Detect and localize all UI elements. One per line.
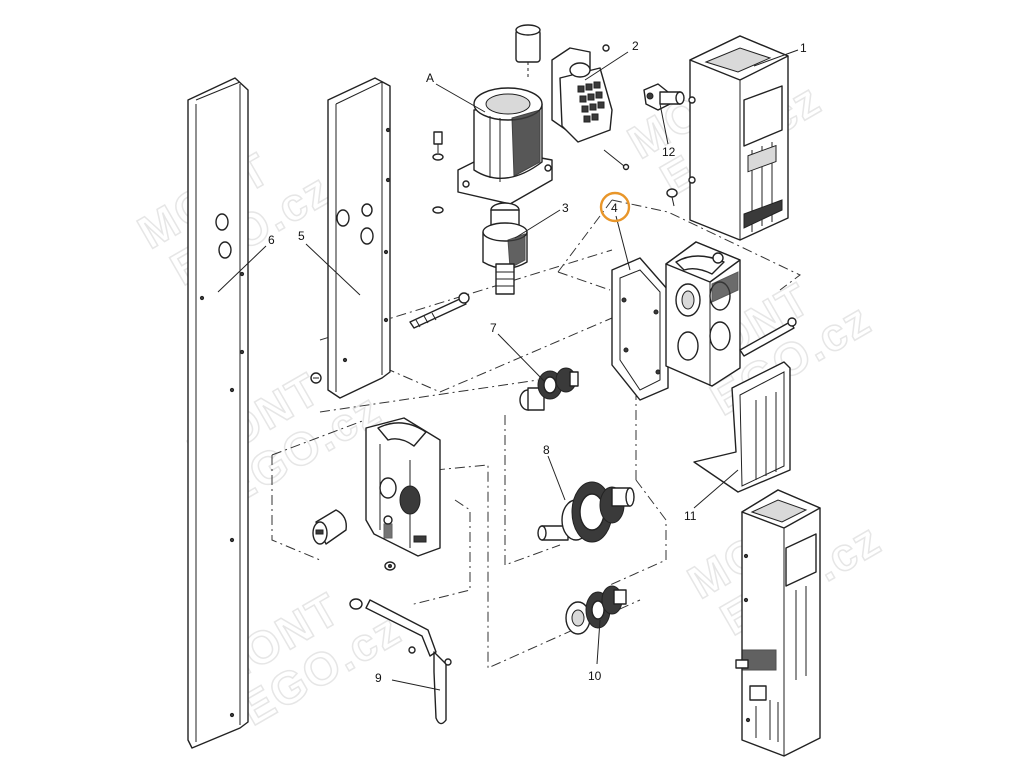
callout-label-12[interactable]: 12 [662, 145, 676, 159]
release-cylinder [312, 509, 347, 545]
callout-label-11[interactable]: 11 [684, 509, 697, 523]
callout-label-5[interactable]: 5 [298, 229, 305, 243]
assembled-unit [735, 489, 821, 757]
callout-label-3[interactable]: 3 [562, 201, 569, 215]
terminal-block [577, 81, 605, 123]
part-5-short-rail [327, 77, 391, 399]
screw-base-left [310, 372, 322, 384]
part-3-coupling [482, 202, 528, 295]
callout-label-8[interactable]: 8 [543, 443, 550, 457]
callout-label-4[interactable]: 4 [611, 201, 618, 215]
callout-label-7[interactable]: 7 [490, 321, 497, 335]
part-6-long-rail [187, 77, 249, 749]
callout-label-a[interactable]: A [426, 71, 434, 85]
callout-label-9[interactable]: 9 [375, 671, 382, 685]
part-2-terminal-bracket [515, 24, 630, 171]
part-8-large-gear [537, 481, 635, 543]
long-bolt-right [739, 317, 797, 357]
assembly-lines [271, 199, 801, 669]
part-10-bearing-gear [565, 585, 627, 635]
lower-housing [365, 417, 441, 557]
callout-label-10[interactable]: 10 [588, 669, 602, 683]
motor-screws [432, 131, 444, 214]
leader-lines [217, 49, 799, 691]
callout-label-2[interactable]: 2 [632, 39, 639, 53]
part-a-motor [457, 87, 553, 205]
part-4-gasket [611, 257, 669, 401]
part-12-cable-gland [643, 83, 685, 111]
callout-label-6[interactable]: 6 [268, 233, 275, 247]
screw-housing-bottom [384, 561, 396, 571]
callout-labels: A 2 1 12 3 4 6 5 7 8 11 10 9 [268, 39, 807, 685]
part-1-top-cover [688, 35, 789, 241]
part-11-cover-plate [693, 144, 791, 493]
part-7-small-gear [519, 367, 579, 411]
gearbox-housing [665, 241, 741, 387]
screw-gearbox-top [666, 188, 678, 207]
callout-4-highlight-ring [599, 191, 631, 223]
long-bolt-left [409, 292, 470, 329]
part-9-release-lever [349, 598, 452, 725]
callout-label-1[interactable]: 1 [800, 41, 807, 55]
